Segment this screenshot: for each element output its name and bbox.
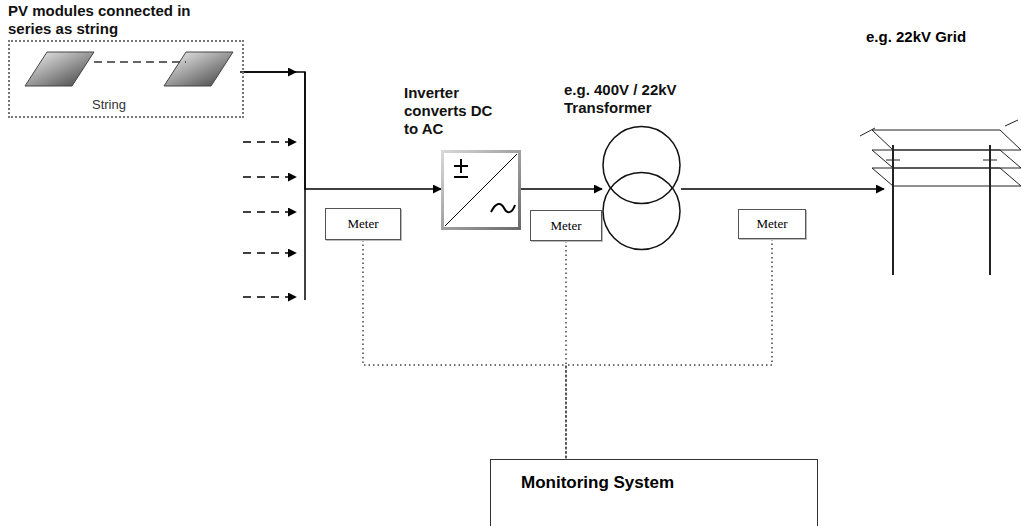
string-label: String <box>92 97 126 112</box>
monitoring-link <box>566 239 772 459</box>
meter-box: Meter <box>738 209 806 239</box>
monitor-node: Monitoring System <box>490 459 818 526</box>
grid-lines <box>860 120 1021 275</box>
string-stubs <box>240 72 305 300</box>
transformer-node: e.g. 400V / 22kV Transformer <box>602 125 681 251</box>
inverter-node: Inverter converts DC to AC <box>441 150 521 230</box>
monitoring-link <box>363 240 566 459</box>
inverter-symbol <box>441 150 521 230</box>
pv-module <box>25 52 233 86</box>
string-heading: PV modules connected in series as string <box>8 2 238 38</box>
power-line <box>521 188 602 190</box>
monitoring-link <box>565 241 567 459</box>
meter-label: Meter <box>756 216 787 232</box>
inverter-heading: Inverter converts DC to AC <box>404 84 504 138</box>
monitor-label: Monitoring System <box>521 473 674 493</box>
meter-box: Meter <box>530 210 602 241</box>
transformer-symbol <box>602 125 681 251</box>
meter-label: Meter <box>347 216 378 232</box>
grid-feed <box>681 188 884 190</box>
grid-label: e.g. 22kV Grid <box>866 28 966 45</box>
meter-box: Meter <box>325 208 401 240</box>
transformer-heading: e.g. 400V / 22kV Transformer <box>564 81 699 117</box>
string-node: PV modules connected in series as string… <box>8 40 244 118</box>
meter-label: Meter <box>550 218 581 234</box>
